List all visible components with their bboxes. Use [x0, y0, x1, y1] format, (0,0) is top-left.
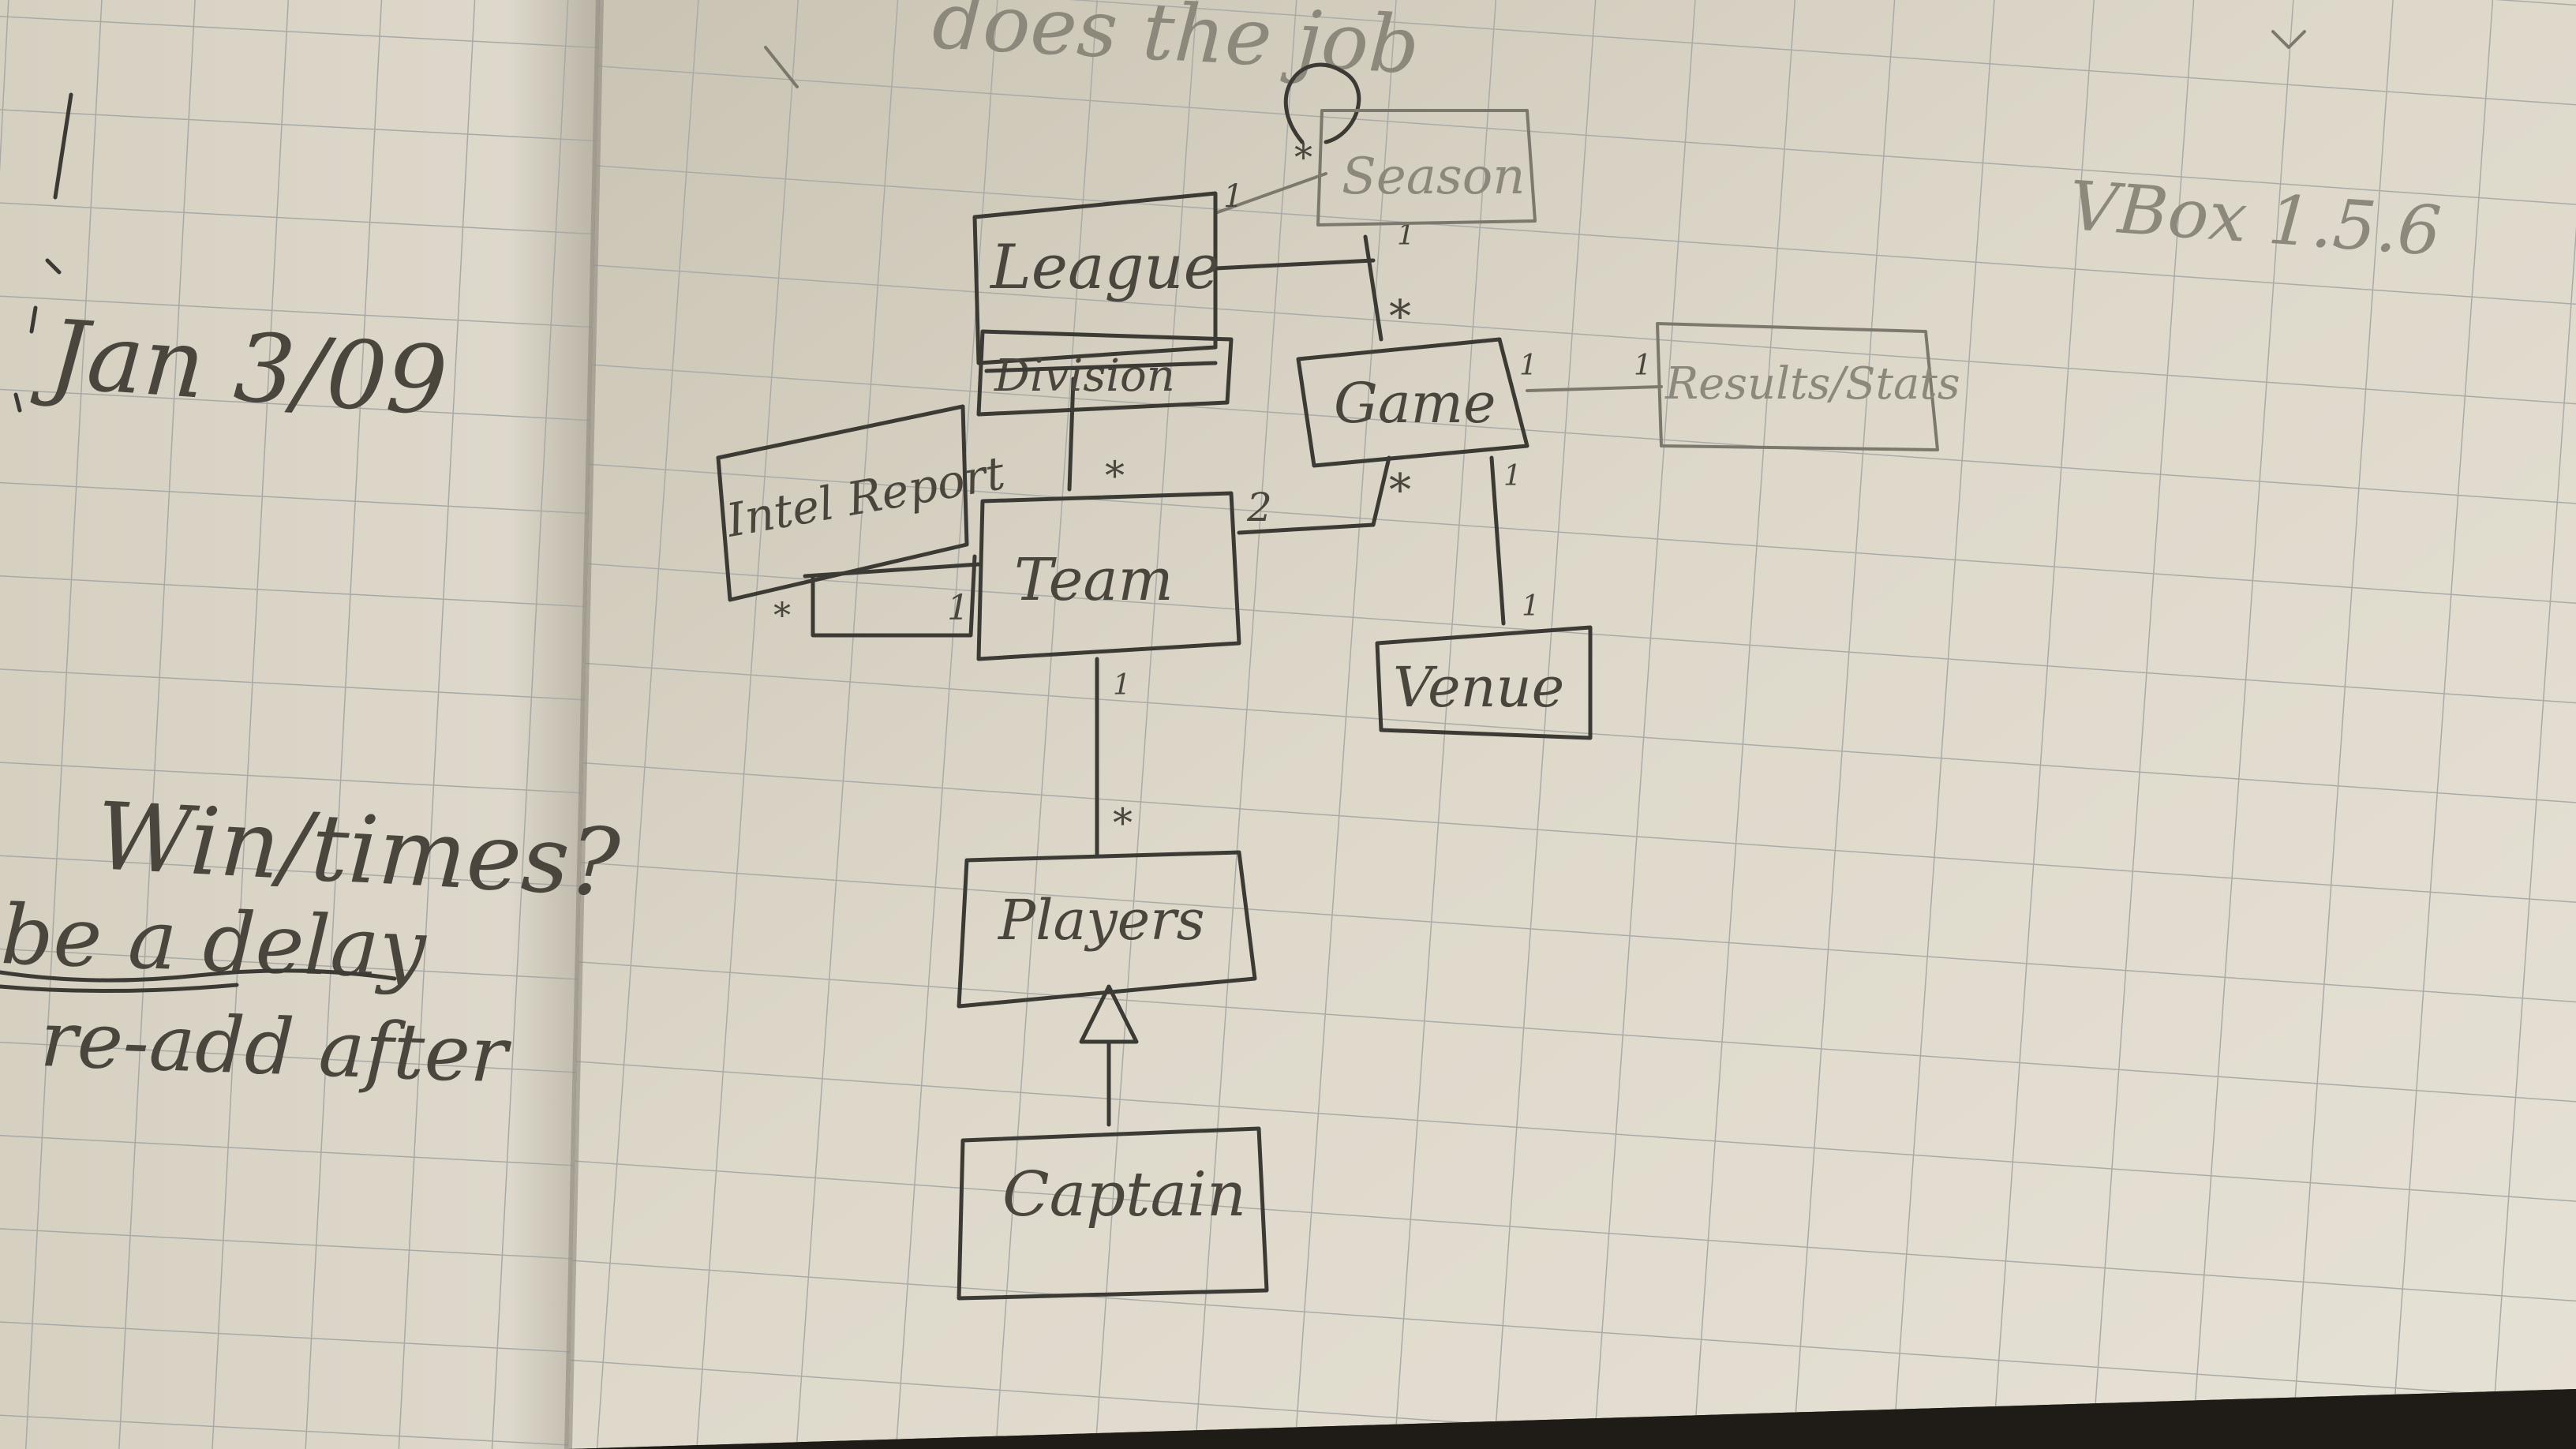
team-game-line	[1237, 455, 1391, 535]
mult-game-results-results: 1	[1634, 350, 1652, 382]
game-venue-line	[1489, 455, 1506, 626]
class-venue-label: Venue	[1393, 655, 1564, 720]
class-captain-label: Captain	[1002, 1159, 1246, 1230]
class-team-label: Team	[1014, 546, 1174, 614]
class-season: Season	[1316, 109, 1537, 227]
league-season-line	[1214, 172, 1327, 215]
class-game: Game	[1296, 337, 1530, 468]
left-page	[0, 0, 600, 1449]
mult-season-self: 1	[1397, 219, 1415, 252]
left-page-notes: Jan 3/09 Win/times? be a delay re-add af…	[0, 92, 623, 1101]
class-results-label: Results/Stats	[1664, 358, 1960, 410]
class-team: Team	[976, 491, 1241, 661]
class-players-label: Players	[997, 888, 1205, 953]
mult-division-team: *	[1105, 453, 1125, 499]
mult-game-venue-game: 1	[1503, 460, 1522, 492]
right-page	[568, 0, 2576, 1449]
class-captain: Captain	[957, 1126, 1269, 1301]
inheritance-triangle	[1079, 984, 1139, 1044]
class-game-label: Game	[1334, 371, 1496, 436]
class-season-label: Season	[1342, 148, 1525, 206]
mult-game-results-game: 1	[1519, 350, 1537, 382]
mult-league-season-league: 1	[1223, 178, 1243, 215]
mult-intel-team-intel: *	[773, 596, 791, 636]
mult-team-game-game: *	[1389, 465, 1411, 516]
league-game-line	[1213, 234, 1383, 342]
class-league: League	[972, 191, 1220, 365]
class-division: Division	[976, 329, 1234, 417]
game-results-line	[1526, 385, 1663, 392]
mult-team-players-players: *	[1113, 800, 1133, 846]
mult-intel-team-team: 1	[947, 588, 969, 628]
class-league-label: League	[989, 232, 1220, 303]
class-players: Players	[957, 850, 1257, 1009]
mult-game-venue-venue: 1	[1522, 590, 1540, 623]
mult-league-season-season: *	[1294, 136, 1312, 178]
season-self-loop	[1283, 62, 1361, 144]
class-results: Results/Stats	[1656, 322, 1960, 451]
multiplicities: 1 * 1 * * 1 1 2 * 1 1 * 1 1 *	[773, 136, 1652, 846]
note-readd: re-add after	[39, 994, 513, 1101]
class-venue: Venue	[1375, 625, 1593, 740]
division-team-line	[1067, 376, 1076, 492]
mult-team-game-team: 2	[1246, 485, 1272, 530]
class-division-label: Division	[994, 350, 1175, 402]
mult-season-game: *	[1389, 291, 1411, 343]
page-gutter	[564, 0, 604, 1449]
table-edge	[568, 1389, 2576, 1449]
mult-team-players-team: 1	[1113, 669, 1131, 702]
